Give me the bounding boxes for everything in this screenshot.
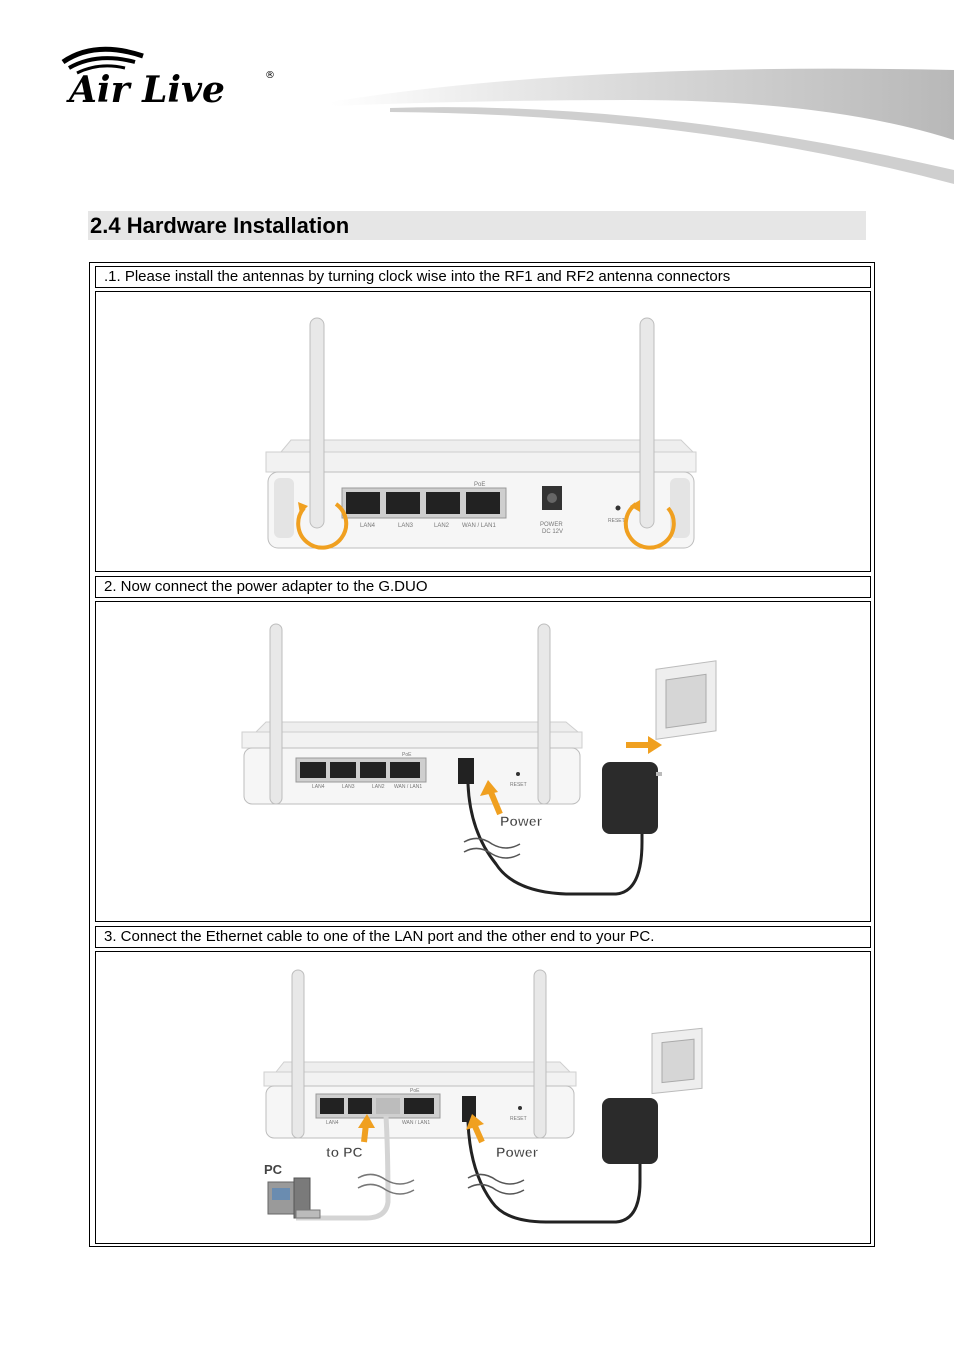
port-label: LAN3	[342, 784, 355, 790]
power-callout: Power	[496, 1144, 539, 1160]
poe-label: PoE	[410, 1088, 420, 1094]
port-label: LAN2	[372, 784, 385, 790]
step-2-caption: 2. Now connect the power adapter to the …	[95, 576, 871, 598]
step-2-figure: LAN4 LAN3 LAN2 WAN / LAN1 PoE RESET Powe…	[95, 601, 871, 922]
port-label: WAN / LAN1	[394, 784, 422, 790]
step-1-figure: LAN4 LAN3 LAN2 WAN / LAN1 PoE POWER DC 1…	[95, 291, 871, 572]
poe-label: PoE	[474, 482, 485, 488]
port-label: LAN2	[434, 523, 450, 529]
port-label: WAN / LAN1	[402, 1120, 430, 1126]
to-pc-callout: to PC	[326, 1144, 363, 1160]
power-spec: DC 12V	[542, 529, 563, 535]
steps-table	[89, 262, 875, 1247]
registered-mark: ®	[265, 70, 275, 81]
power-label: POWER	[540, 522, 563, 528]
step-3-caption: 3. Connect the Ethernet cable to one of …	[95, 926, 871, 948]
port-label: LAN4	[360, 523, 376, 529]
port-label: LAN4	[312, 784, 325, 790]
pc-callout: PC	[264, 1162, 283, 1177]
router-ethernet-illustration: LAN4 WAN / LAN1 PoE RESET to PC Power PC	[263, 969, 703, 1224]
power-callout: Power	[500, 813, 543, 829]
logo-text: Air Live	[66, 69, 225, 111]
router-antenna-illustration: LAN4 LAN3 LAN2 WAN / LAN1 PoE POWER DC 1…	[265, 317, 697, 550]
port-label: LAN3	[398, 523, 414, 529]
port-label: LAN4	[326, 1120, 339, 1126]
step-3-figure: LAN4 WAN / LAN1 PoE RESET to PC Power PC	[95, 951, 871, 1244]
step-1-caption: .1. Please install the antennas by turni…	[95, 266, 871, 288]
reset-label: RESET	[510, 1116, 527, 1122]
reset-label: RESET	[510, 782, 527, 788]
header-swoosh	[330, 68, 954, 184]
router-power-illustration: LAN4 LAN3 LAN2 WAN / LAN1 PoE RESET Powe…	[241, 623, 717, 896]
poe-label: PoE	[402, 752, 412, 758]
port-label: WAN / LAN1	[462, 523, 496, 529]
section-title: 2.4 Hardware Installation	[88, 211, 866, 240]
reset-label: RESET	[608, 518, 625, 524]
airlive-logo: Air Live ®	[61, 46, 275, 111]
